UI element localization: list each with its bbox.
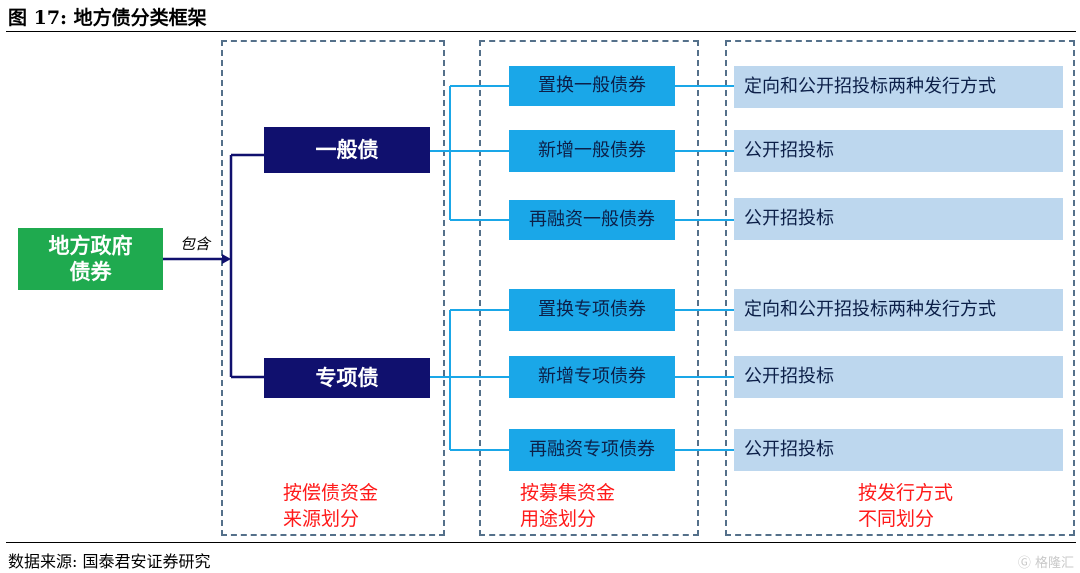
node-method-6: 公开招投标 bbox=[734, 429, 1063, 471]
caption-fund-use: 按募集资金 用途划分 bbox=[520, 480, 615, 532]
node-method-4: 定向和公开招投标两种发行方式 bbox=[734, 289, 1063, 331]
caption-2-line1: 按募集资金 bbox=[520, 482, 616, 504]
caption-2-line2: 用途划分 bbox=[520, 508, 597, 530]
node-method-3: 公开招投标 bbox=[734, 198, 1063, 240]
root-label-line1: 地方政府 bbox=[48, 232, 133, 258]
node-method-2: 公开招投标 bbox=[734, 130, 1063, 172]
watermark: Ⓖ 格隆汇 bbox=[1018, 552, 1074, 571]
glh-logo-icon: Ⓖ bbox=[1017, 556, 1031, 571]
caption-repayment-source: 按偿债资金 来源划分 bbox=[283, 480, 378, 532]
node-refinancing-general: 再融资一般债券 bbox=[509, 200, 675, 240]
node-replacement-special: 置换专项债券 bbox=[509, 289, 675, 331]
top-rule bbox=[6, 31, 1076, 32]
node-new-general: 新增一般债券 bbox=[509, 130, 675, 172]
panel-repayment-source bbox=[221, 40, 445, 536]
panel-fund-use bbox=[479, 40, 699, 536]
node-method-1: 定向和公开招投标两种发行方式 bbox=[734, 66, 1063, 108]
caption-issuance-method: 按发行方式 不同划分 bbox=[858, 480, 953, 532]
node-new-special: 新增专项债券 bbox=[509, 356, 675, 398]
watermark-text: 格隆汇 bbox=[1034, 556, 1074, 571]
node-refinancing-special: 再融资专项债券 bbox=[509, 429, 675, 471]
node-special-bond: 专项债 bbox=[264, 358, 430, 398]
caption-3-line1: 按发行方式 bbox=[858, 482, 954, 504]
panel-issuance-method bbox=[725, 40, 1075, 536]
source-note: 数据来源: 国泰君安证券研究 bbox=[8, 552, 211, 571]
node-general-bond: 一般债 bbox=[264, 127, 430, 173]
root-node-local-gov-bonds: 地方政府 债券 bbox=[18, 228, 163, 290]
root-arrow-head bbox=[222, 254, 231, 264]
caption-1-line2: 来源划分 bbox=[283, 508, 360, 530]
node-replacement-general: 置换一般债券 bbox=[509, 66, 675, 106]
edge-label-contains: 包含 bbox=[180, 235, 211, 253]
root-label-line2: 债券 bbox=[69, 259, 112, 284]
node-method-5: 公开招投标 bbox=[734, 356, 1063, 398]
caption-3-line2: 不同划分 bbox=[858, 508, 935, 530]
caption-1-line1: 按偿债资金 bbox=[283, 482, 379, 504]
bottom-rule bbox=[6, 542, 1076, 543]
figure-title: 图 17: 地方债分类框架 bbox=[8, 7, 207, 29]
